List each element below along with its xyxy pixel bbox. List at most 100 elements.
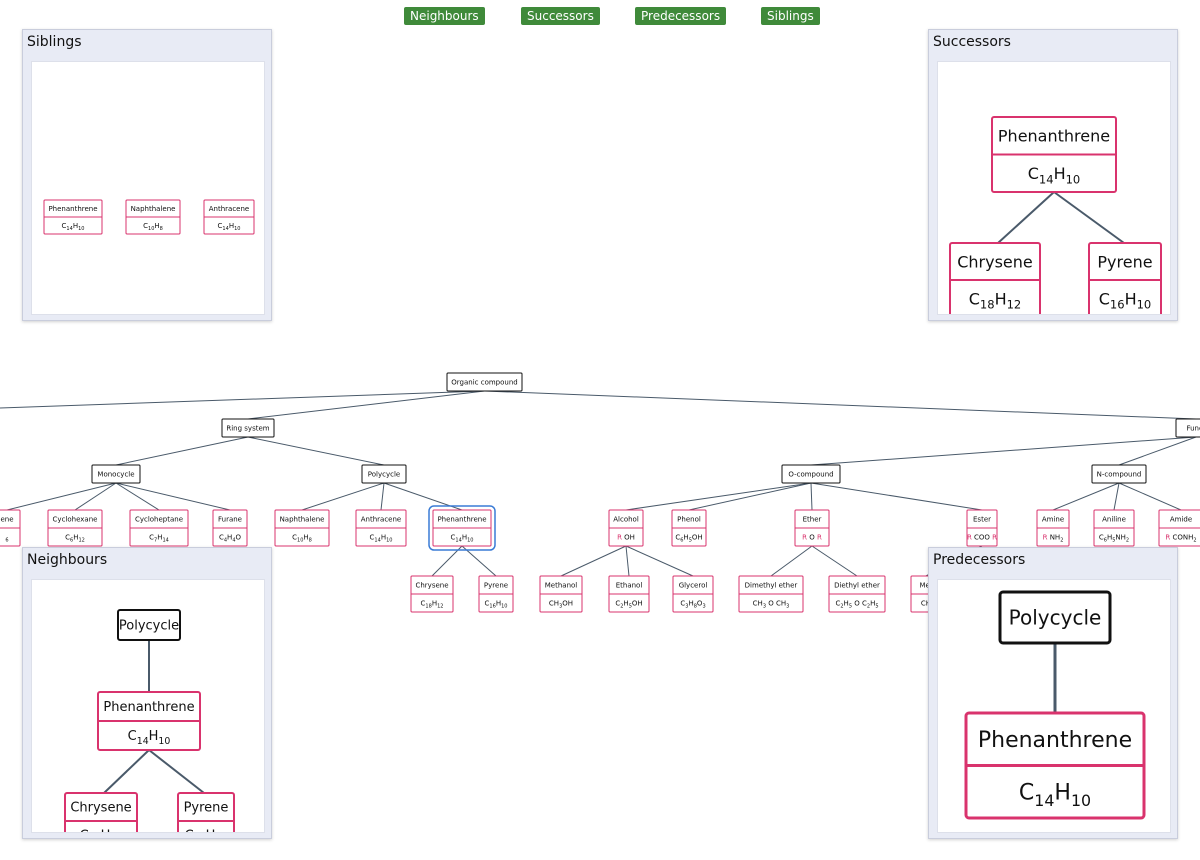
tree-node-amine-label: Amine — [1042, 516, 1064, 524]
tree-node-amide[interactable]: Amide R CONH2 — [1158, 509, 1200, 547]
tree-edge — [810, 482, 813, 511]
tree-node-ethanol-label: Ethanol — [616, 582, 643, 590]
tree-node-ring-system[interactable]: Ring system — [221, 418, 275, 438]
tree-node-met-label: Met — [919, 582, 932, 590]
neighbours-view: PolycyclePhenanthreneC14H10ChryseneC18H1… — [31, 579, 265, 833]
siblings-button[interactable]: Siblings — [761, 7, 820, 25]
tree-edge — [0, 390, 485, 409]
neighbours-node-polycycle[interactable]: Polycycle — [117, 609, 181, 641]
tree-edge — [380, 482, 385, 511]
tree-edge — [461, 545, 497, 577]
successors-node-phenanthrene-formula: C14H10 — [1028, 164, 1081, 186]
tree-edge — [74, 482, 117, 511]
neighbours-panel-title: Neighbours — [27, 552, 108, 568]
siblings-node-anthracene-label: Anthracene — [209, 205, 249, 213]
tree-node-monocycle-label: Monocycle — [97, 471, 134, 479]
tree-node-ether-label: Ether — [803, 516, 822, 524]
tree-node-ether[interactable]: Ether R O R — [794, 509, 830, 547]
predecessors-node-polycycle[interactable]: Polycycle — [998, 590, 1112, 645]
tree-node-methanol-label: Methanol — [545, 582, 578, 590]
tree-node-organic-compound[interactable]: Organic compound — [446, 372, 523, 392]
tree-node-alcohol-label: Alcohol — [613, 516, 639, 524]
tree-node-glycerol-label: Glycerol — [679, 582, 708, 590]
tree-node-amine[interactable]: Amine R NH2 — [1036, 509, 1070, 547]
tree-edge — [115, 482, 160, 511]
tree-edge — [484, 390, 1197, 420]
neighbours-node-chrysene-label: Chrysene — [70, 801, 131, 816]
tree-edge — [431, 545, 463, 577]
neighbours-edge — [148, 749, 205, 794]
tree-node-pyrene-label: Pyrene — [484, 582, 508, 590]
predecessors-button[interactable]: Predecessors — [635, 7, 727, 25]
tree-node-chrysene-label: Chrysene — [415, 582, 448, 590]
tree-edge — [625, 482, 812, 511]
tree-edge — [810, 436, 1197, 466]
neighbours-button[interactable]: Neighbours — [404, 7, 485, 25]
tree-edge — [115, 436, 249, 466]
selected-node-highlight — [428, 505, 496, 551]
tree-node-n-compound[interactable]: N-compound — [1091, 464, 1147, 484]
tree-node-anthracene-formula: C14H10 — [370, 534, 393, 544]
tree-node-glycerol-formula: C3H8O3 — [680, 600, 705, 610]
successors-node-chrysene-label: Chrysene — [957, 252, 1033, 271]
tree-edge — [625, 545, 630, 577]
tree-node-ester-formula: R COO R — [967, 534, 997, 542]
successors-edge — [997, 191, 1055, 244]
tree-node-amine-formula: R NH2 — [1043, 534, 1064, 544]
tree-node-ene-formula: 6 — [5, 537, 8, 543]
neighbours-node-phenanthrene-formula: C14H10 — [128, 729, 171, 747]
tree-node-funct-label: Funct — [1186, 425, 1200, 433]
tree-node-polycycle[interactable]: Polycycle — [361, 464, 407, 484]
tree-node-ring-system-label: Ring system — [226, 425, 269, 433]
neighbours-node-chrysene-formula: C18H12 — [80, 829, 123, 832]
tree-node-funct[interactable]: Funct — [1175, 418, 1200, 438]
tree-node-ether-formula: R O R — [802, 534, 822, 542]
successors-node-phenanthrene-label: Phenanthrene — [998, 127, 1110, 146]
tree-edge — [1052, 482, 1120, 511]
tree-node-amide-label: Amide — [1170, 516, 1192, 524]
tree-node-amide-formula: R CONH2 — [1165, 534, 1196, 544]
predecessors-node-phenanthrene-formula: C14H10 — [1019, 781, 1091, 810]
predecessors-panel-title: Predecessors — [933, 552, 1026, 568]
tree-node-monocycle[interactable]: Monocycle — [91, 464, 141, 484]
successors-button[interactable]: Successors — [521, 7, 600, 25]
tree-node-o-compound[interactable]: O-compound — [781, 464, 841, 484]
tree-node-dimethyl-ether-label: Dimethyl ether — [745, 582, 798, 590]
tree-node-aniline-formula: C6H5NH2 — [1099, 534, 1129, 544]
neighbours-node-polycycle-label: Polycycle — [119, 619, 179, 634]
successors-node-chrysene-formula: C18H12 — [969, 289, 1022, 311]
